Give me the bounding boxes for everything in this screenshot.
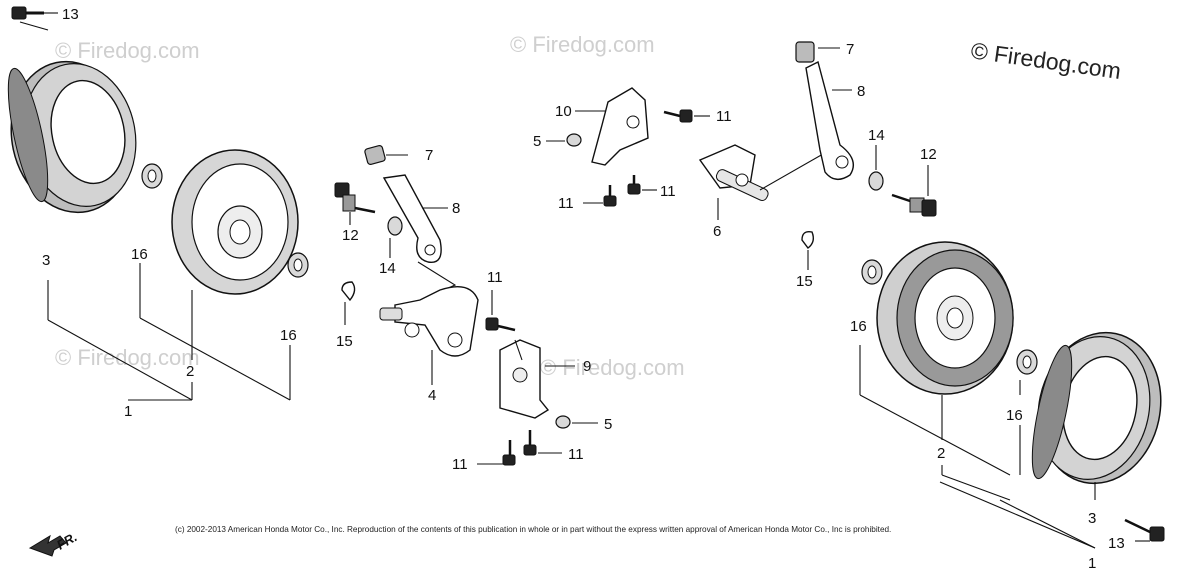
leader-line (19, 21, 49, 31)
bearing-16-right-a (861, 259, 883, 285)
part-label: 5 (533, 133, 541, 150)
bolt-12-left (334, 182, 376, 214)
bolt-11-bot-a (502, 440, 516, 466)
lever-8-right (805, 60, 854, 180)
part-label: 4 (428, 387, 436, 404)
copyright-notice: (c) 2002-2013 American Honda Motor Co., … (175, 525, 891, 534)
lever-8-left (382, 174, 442, 264)
part-label: 6 (713, 223, 721, 240)
part-label: 8 (452, 200, 460, 217)
part-label: 1 (1088, 555, 1096, 572)
washer-14-left (387, 216, 403, 236)
bolt-13-top (11, 6, 58, 20)
wheel-2-left (171, 149, 299, 295)
part-label: 12 (920, 146, 937, 163)
part-label: 7 (425, 147, 433, 164)
watermark-faint: © Firedog.com (510, 32, 655, 57)
watermark-faint: © Firedog.com (55, 38, 200, 63)
wheel-2-right (876, 241, 1014, 395)
part-label: 5 (604, 416, 612, 433)
part-label: 14 (379, 260, 396, 277)
bracket-10 (591, 87, 649, 166)
part-label: 11 (568, 446, 584, 463)
part-label: 11 (487, 269, 503, 286)
washer-14-right (868, 171, 884, 191)
tire-3-right (1031, 331, 1162, 485)
part-label: 16 (280, 327, 297, 344)
part-label: 13 (1108, 535, 1125, 552)
watermark-main: © Firedog.com (969, 37, 1122, 84)
watermark-faint: © Firedog.com (55, 345, 200, 370)
bracket-9 (499, 339, 550, 419)
part-label: 11 (716, 108, 732, 125)
bearing-16-left-a (141, 163, 163, 189)
clip-15-right (801, 230, 815, 249)
part-label: 16 (1006, 407, 1023, 424)
part-label: 3 (42, 252, 50, 269)
nut-5-top (566, 133, 582, 147)
part-label: 11 (660, 183, 676, 200)
bracket-4 (379, 286, 479, 357)
bearing-16-left-b (287, 252, 309, 278)
tire-3-left (7, 60, 137, 214)
part-label: 15 (796, 273, 813, 290)
part-label: 16 (131, 246, 148, 263)
bolt-11-mid (485, 317, 516, 332)
bearing-16-right-b (1016, 349, 1038, 375)
cap-7-right (795, 41, 815, 63)
part-label: 3 (1088, 510, 1096, 527)
bolt-11-mid-a (603, 185, 617, 207)
part-label: 11 (558, 195, 574, 212)
leader-line (759, 149, 831, 191)
part-label: 13 (62, 6, 79, 23)
assembly-lines-left (47, 263, 291, 401)
part-label: 11 (452, 456, 468, 473)
watermark-faint: © Firedog.com (540, 355, 685, 380)
direction-label: FR. (54, 529, 80, 552)
part-label: 7 (846, 41, 854, 58)
part-label: 14 (868, 127, 885, 144)
part-label: 8 (857, 83, 865, 100)
part-label: 16 (850, 318, 867, 335)
clip-15-left (341, 281, 356, 302)
part-label: 1 (124, 403, 132, 420)
part-label: 15 (336, 333, 353, 350)
shaft-6 (698, 144, 769, 201)
part-label: 2 (186, 363, 194, 380)
part-label: 9 (583, 358, 591, 375)
bolt-11-mid-b (627, 175, 641, 195)
cap-7-left (364, 145, 386, 165)
assembly-lines-right (859, 345, 1096, 549)
nut-5-mid (555, 415, 571, 429)
part-label: 10 (555, 103, 572, 120)
part-label: 12 (342, 227, 359, 244)
bolt-13-bottom (1124, 518, 1165, 542)
bolt-12-right (891, 193, 937, 217)
part-label: 2 (937, 445, 945, 462)
bolt-11-bot-b (523, 430, 537, 456)
front-direction-arrow-icon: FR. (28, 529, 80, 557)
bolt-11-top (663, 109, 693, 123)
